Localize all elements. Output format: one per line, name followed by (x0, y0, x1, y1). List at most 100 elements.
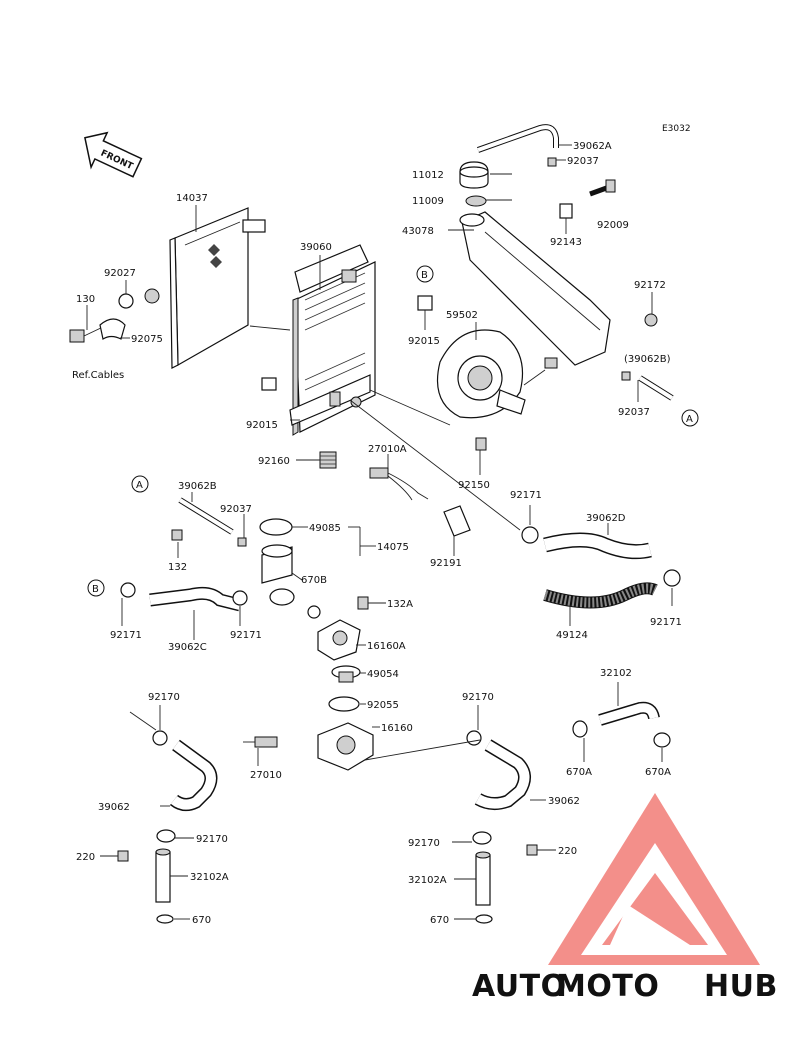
hose-39062a (477, 125, 558, 152)
label-32102: 32102 (600, 668, 632, 679)
label-130: 130 (76, 294, 95, 305)
radiator (289, 244, 376, 436)
label-59502: 59502 (446, 310, 478, 321)
callout-a-left: A (131, 475, 149, 493)
o-ring-670a-left (572, 720, 588, 738)
label-11009: 11009 (412, 196, 444, 207)
label-92075: 92075 (131, 334, 163, 345)
thermostat-cover-16160a (317, 619, 361, 661)
callout-a-top: A (681, 409, 699, 427)
label-39062b: 39062B (178, 481, 217, 492)
tube-39062b (178, 498, 234, 534)
callout-b-left: B (87, 579, 105, 597)
label-49054: 49054 (367, 669, 399, 680)
bolt-132 (171, 529, 183, 541)
label-16160a: 16160A (367, 641, 406, 652)
label-92171-a: 92171 (510, 490, 542, 501)
label-39062-b: 39062 (548, 796, 580, 807)
temp-sensor-27010 (243, 736, 278, 748)
clamp-92170-right-lower (472, 831, 492, 845)
part-labels: 39062A 92037 11012 11009 92009 43078 921… (72, 141, 682, 926)
watermark-logo (548, 793, 760, 965)
label-39062b-paren: (39062B) (624, 354, 671, 365)
label-92191: 92191 (430, 558, 462, 569)
label-92037-mid: 92037 (220, 504, 252, 515)
clip-92037-mid (237, 537, 247, 547)
label-92170-c: 92170 (196, 834, 228, 845)
clip-92037-right (621, 371, 631, 381)
reservoir-tank (459, 211, 611, 366)
label-92150: 92150 (458, 480, 490, 491)
clamp-92170-left-lower (156, 829, 176, 843)
o-ring-670a-right (653, 732, 671, 748)
label-92037-top: 92037 (567, 156, 599, 167)
leader-lines (86, 144, 673, 920)
label-32102a-b: 32102A (408, 875, 447, 886)
svg-text:B: B (421, 270, 428, 281)
bolt-92009 (589, 179, 616, 197)
clip-92037-top (547, 157, 557, 167)
bolt-92150 (475, 437, 487, 451)
label-27010a: 27010A (368, 444, 407, 455)
label-14075: 14075 (377, 542, 409, 553)
svg-text:A: A (136, 480, 143, 491)
label-27010: 27010 (250, 770, 282, 781)
label-39060: 39060 (300, 242, 332, 253)
label-92172: 92172 (634, 280, 666, 291)
o-ring (307, 605, 321, 619)
hose-39062d (543, 534, 652, 558)
water-pump (436, 329, 558, 419)
reservoir-cap (459, 161, 489, 189)
bracket-92015-upper (417, 295, 433, 311)
label-92015-b: 92015 (246, 420, 278, 431)
label-92171-b: 92171 (110, 630, 142, 641)
label-32102a-a: 32102A (190, 872, 229, 883)
o-ring-670-left (156, 914, 174, 924)
label-92170-b: 92170 (462, 692, 494, 703)
radiator-shroud (169, 207, 266, 369)
suzuki-emblem-icon (208, 244, 222, 268)
hose-39062c (149, 588, 242, 610)
bolt-132a (357, 596, 369, 610)
clamp-92171-upper (521, 526, 539, 544)
label-92143: 92143 (550, 237, 582, 248)
label-670a-b: 670A (645, 767, 671, 778)
tube-39062b-right (638, 376, 674, 400)
bracket-92015-lower (261, 377, 277, 391)
hose-39062-right (475, 740, 530, 809)
clamp-92171-right (663, 569, 681, 587)
thermostat-housing-16160 (317, 722, 374, 771)
label-92027: 92027 (104, 268, 136, 279)
o-ring-670-right (475, 914, 493, 924)
clamp-92170-left-upper (152, 730, 168, 746)
label-49124: 49124 (556, 630, 588, 641)
label-92170-d: 92170 (408, 838, 440, 849)
clamp-92171-mid (232, 590, 248, 606)
label-220-b: 220 (558, 846, 577, 857)
label-39062d: 39062D (586, 513, 626, 524)
label-39062a: 39062A (573, 141, 612, 152)
label-220-a: 220 (76, 852, 95, 863)
label-49085: 49085 (309, 523, 341, 534)
label-39062-a: 39062 (98, 802, 130, 813)
bolt-220-left (117, 850, 129, 862)
fan-switch-27010a (369, 467, 429, 501)
watermark-brand: AUTO MOTO HUB (472, 969, 777, 1004)
callout-b-top: B (416, 265, 434, 283)
label-92171-d: 92171 (650, 617, 682, 628)
svg-text:A: A (686, 414, 693, 425)
bolt-92172 (644, 313, 658, 327)
label-92055: 92055 (367, 700, 399, 711)
grommet (144, 288, 160, 304)
pipe-32102a-right (475, 851, 491, 906)
watermark-moto: MOTO (556, 969, 659, 1004)
bushing-92160 (319, 451, 337, 469)
label-92037-right: 92037 (618, 407, 650, 418)
label-14037: 14037 (176, 193, 208, 204)
clamp-92075 (99, 318, 126, 340)
pipe-32102a-left (155, 848, 171, 903)
label-670a-a: 670A (566, 767, 592, 778)
watermark-auto: AUTO (472, 969, 567, 1004)
